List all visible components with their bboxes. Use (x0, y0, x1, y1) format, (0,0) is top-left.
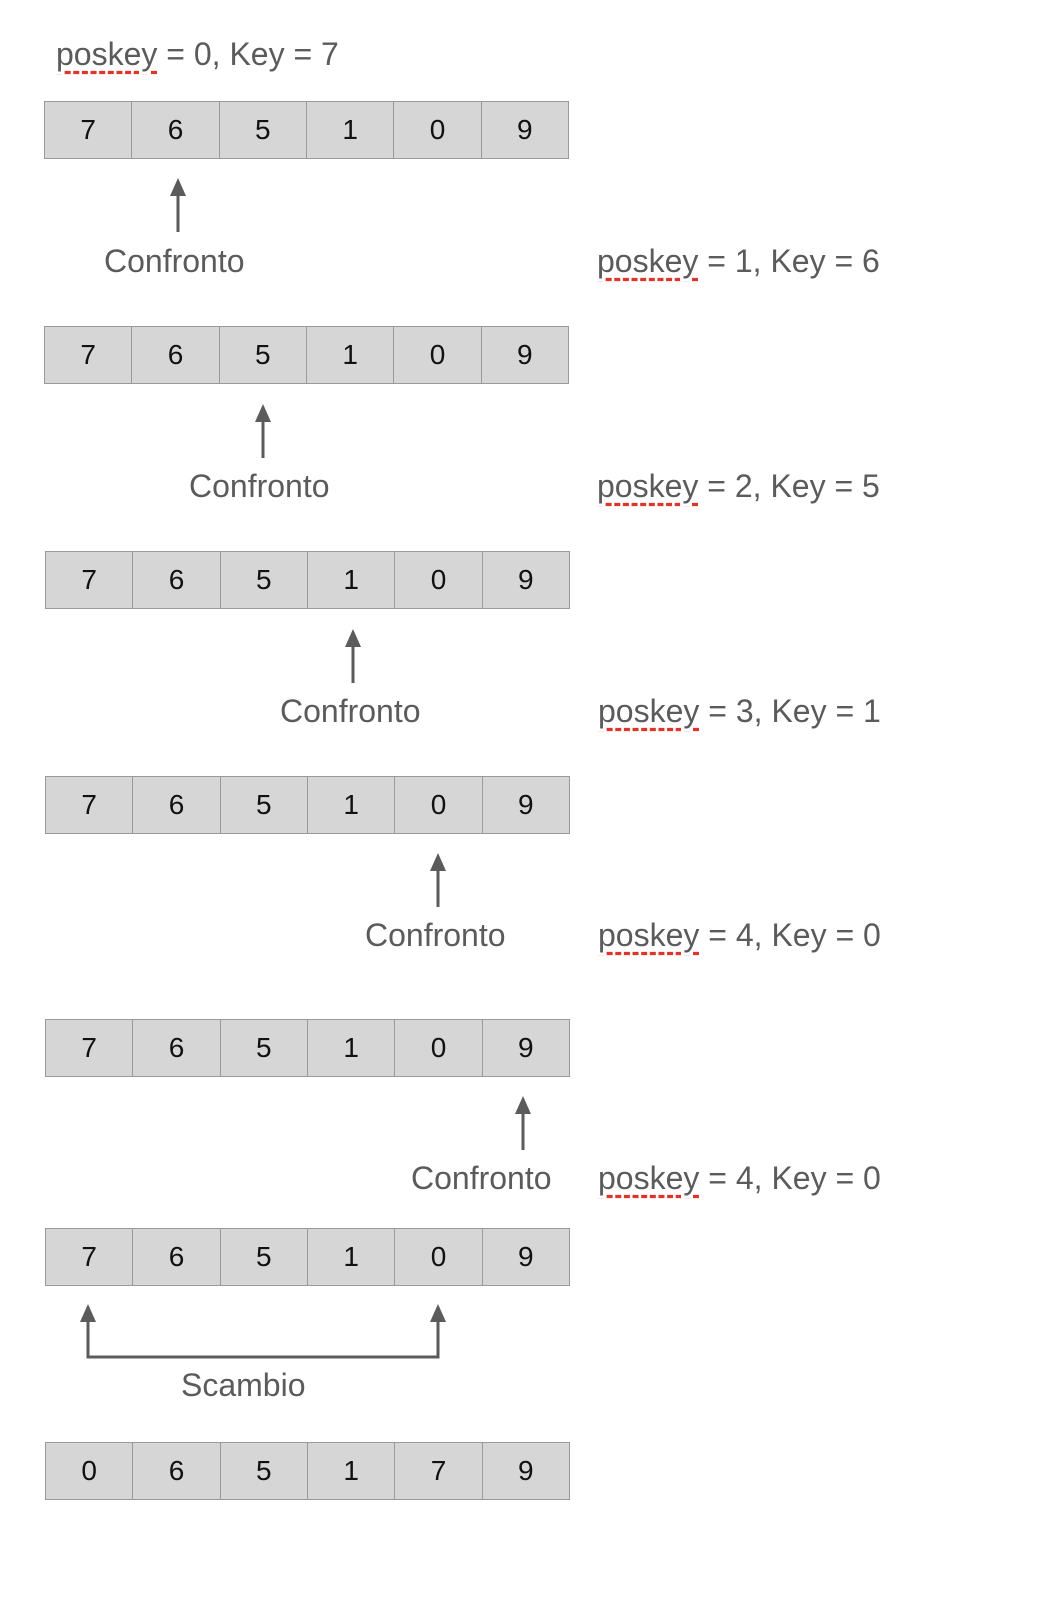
state-label-3: poskey = 3, Key = 1 (598, 693, 881, 730)
compare-label: Confronto (104, 243, 245, 279)
array-cell: 1 (308, 552, 396, 608)
array-cell: 5 (221, 1229, 308, 1285)
compare-label: Confronto (365, 917, 506, 953)
array-cell: 7 (46, 552, 134, 608)
poskey-word: poskey (598, 1160, 700, 1196)
array-row-2: 7 6 5 1 0 9 (45, 551, 570, 609)
compare-label: Confronto (189, 468, 330, 504)
array-cell: 7 (46, 1020, 134, 1076)
array-cell: 1 (308, 1443, 396, 1499)
array-row-3: 7 6 5 1 0 9 (45, 776, 570, 834)
array-cell: 1 (307, 327, 395, 383)
array-row-6: 0 6 5 1 7 9 (45, 1442, 570, 1500)
array-cell: 6 (133, 1020, 221, 1076)
poskey-word: poskey (598, 693, 700, 729)
array-cell: 5 (220, 102, 307, 158)
array-cell: 1 (308, 1020, 396, 1076)
array-row-1: 7 6 5 1 0 9 (44, 326, 569, 384)
state-values: = 3, Key = 1 (699, 693, 881, 729)
compare-arrow-1 (255, 404, 271, 458)
state-values: = 4, Key = 0 (699, 1160, 881, 1196)
array-cell: 0 (395, 1020, 483, 1076)
swap-label: Scambio (181, 1367, 306, 1403)
compare-arrow-0 (170, 178, 186, 232)
compare-label: Confronto (411, 1160, 552, 1196)
state-label-1: poskey = 1, Key = 6 (597, 243, 880, 280)
array-row-0: 7 6 5 1 0 9 (44, 101, 569, 159)
array-cell: 0 (395, 1229, 483, 1285)
array-cell: 7 (45, 327, 133, 383)
array-cell: 9 (518, 564, 534, 595)
poskey-word: poskey (597, 243, 699, 279)
array-cell: 1 (308, 777, 396, 833)
state-values: = 1, Key = 6 (698, 243, 880, 279)
array-cell: 0 (394, 102, 482, 158)
array-cell: 6 (133, 552, 221, 608)
array-row-4: 7 6 5 1 0 9 (45, 1019, 570, 1077)
array-cell: 9 (518, 1241, 534, 1272)
compare-arrow-2 (345, 629, 361, 683)
compare-label: Confronto (280, 693, 421, 729)
array-cell: 5 (221, 777, 308, 833)
array-cell: 0 (46, 1443, 134, 1499)
state-label-5: poskey = 4, Key = 0 (598, 1160, 881, 1197)
compare-arrow-3 (430, 853, 446, 907)
array-cell: 1 (308, 1229, 396, 1285)
array-cell: 5 (221, 1020, 308, 1076)
state-values: = 2, Key = 5 (698, 468, 880, 504)
array-cell: 9 (518, 789, 534, 820)
state-label-2: poskey = 2, Key = 5 (597, 468, 880, 505)
state-label-0: poskey = 0, Key = 7 (56, 36, 339, 73)
array-cell: 0 (395, 777, 483, 833)
array-cell: 9 (517, 339, 533, 370)
array-cell: 6 (132, 102, 220, 158)
state-values: = 0, Key = 7 (157, 36, 339, 72)
poskey-word: poskey (56, 36, 158, 72)
array-cell: 0 (395, 552, 483, 608)
array-cell: 5 (220, 327, 307, 383)
array-cell: 6 (132, 327, 220, 383)
swap-bracket (80, 1304, 446, 1359)
array-row-5: 7 6 5 1 0 9 (45, 1228, 570, 1286)
array-cell: 9 (517, 114, 533, 145)
array-cell: 5 (221, 552, 308, 608)
array-cell: 7 (46, 1229, 134, 1285)
compare-arrow-4 (515, 1096, 531, 1150)
array-cell: 7 (46, 777, 134, 833)
array-cell: 6 (133, 1229, 221, 1285)
array-cell: 7 (45, 102, 133, 158)
state-values: = 4, Key = 0 (699, 917, 881, 953)
array-cell: 7 (395, 1443, 483, 1499)
array-cell: 9 (518, 1455, 534, 1486)
array-cell: 6 (133, 1443, 221, 1499)
poskey-word: poskey (598, 917, 700, 953)
array-cell: 5 (221, 1443, 308, 1499)
array-cell: 0 (394, 327, 482, 383)
array-cell: 6 (133, 777, 221, 833)
poskey-word: poskey (597, 468, 699, 504)
array-cell: 9 (518, 1032, 534, 1063)
state-label-4: poskey = 4, Key = 0 (598, 917, 881, 954)
array-cell: 1 (307, 102, 395, 158)
